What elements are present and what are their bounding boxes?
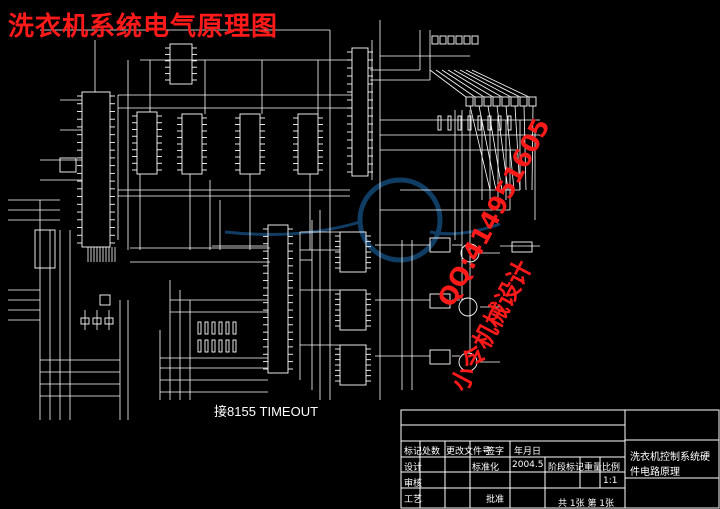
- ic-chips: [34, 35, 537, 386]
- tb-review: 审核: [404, 479, 423, 489]
- tb-drawing-name: 洗衣机控制系统硬件电路原理: [630, 452, 710, 478]
- tb-col-mark: 标记: [404, 447, 423, 457]
- watermark-logo: [224, 177, 501, 263]
- tb-col-sign: 签字: [486, 447, 505, 457]
- tb-sheets: 共 1张 第 1张: [558, 499, 615, 509]
- tb-design: 设计: [404, 463, 423, 473]
- title-block-frame: [400, 409, 720, 509]
- tb-scale-value: 1:1: [603, 476, 618, 486]
- wiring: [8, 20, 540, 420]
- tb-col-count: 处数: [422, 447, 441, 457]
- tb-approve: 批准: [486, 495, 505, 505]
- tb-process: 工艺: [404, 495, 423, 505]
- tb-date-value: 2004.5: [512, 460, 544, 470]
- tb-stage-mark: 阶段标记: [548, 463, 585, 473]
- tb-scale: 比例: [602, 463, 621, 473]
- tb-weight: 重量: [584, 463, 603, 473]
- connector-label: 接8155 TIMEOUT: [214, 404, 319, 419]
- drawing-title: 洗衣机系统电气原理图: [8, 12, 279, 42]
- tb-col-change: 更改文件号: [446, 447, 492, 457]
- tb-standardization: 标准化: [472, 463, 500, 473]
- tb-col-date: 年月日: [514, 447, 542, 457]
